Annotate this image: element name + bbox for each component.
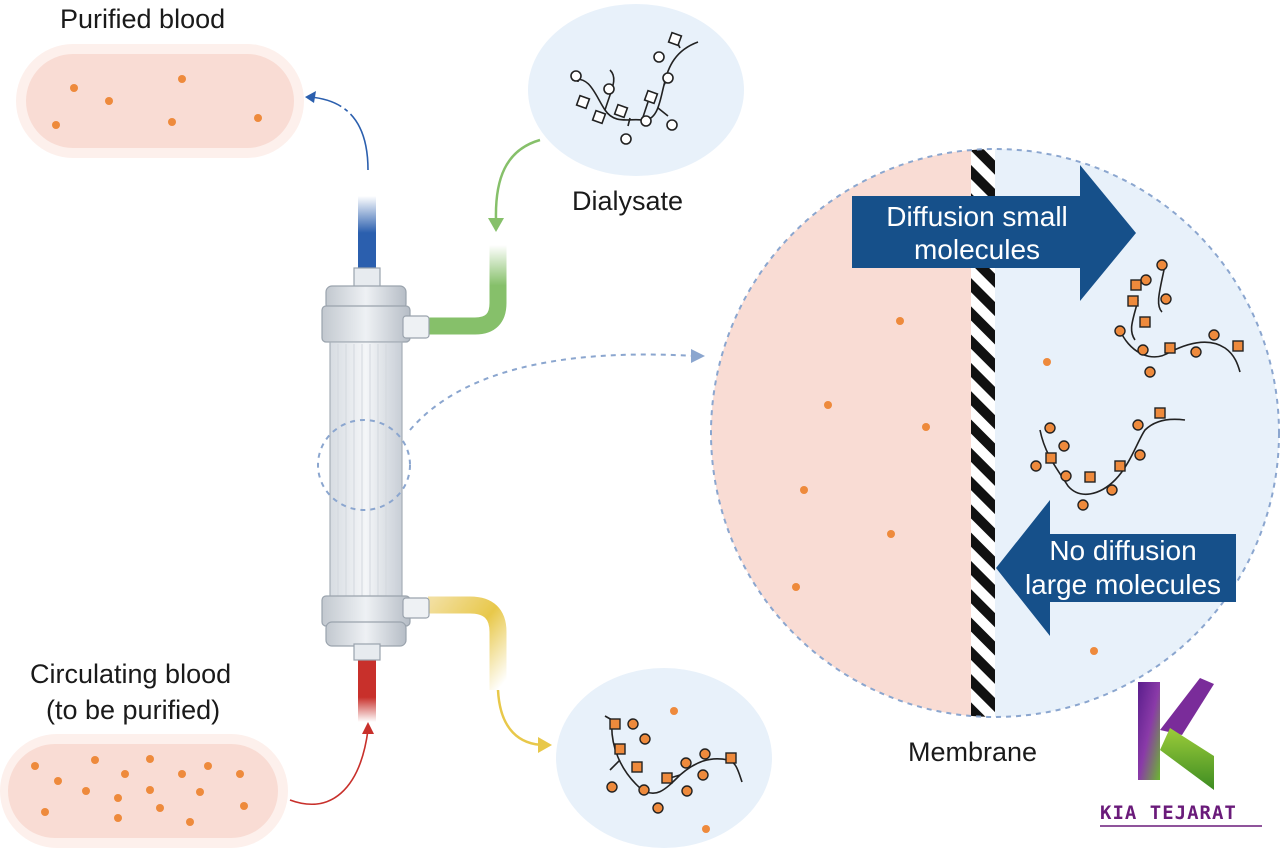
no-diffusion-label-line2: large molecules [1024,569,1222,600]
dialysate-outflow-arrow [496,689,546,747]
dialysate-inlet-tube [428,245,507,335]
purified-flow-arrow [309,96,369,171]
kia-tejarat-logo [1100,678,1262,827]
dialysate-outlet-tube [428,596,507,690]
purified-blood-container [16,44,304,158]
zoom-region [317,419,411,511]
diffusion-small-arrow[interactable] [852,165,1136,301]
dialysate-waste-bubble [556,668,772,848]
purified-blood-label: Purified blood [60,4,226,34]
membrane-zoom-circle [710,148,1280,718]
circulating-blood-container [0,734,288,848]
no-diffusion-label-line1: No diffusion [1049,535,1197,566]
no-diffusion-arrow[interactable] [996,500,1236,636]
logo-wordmark: KIA TEJARAT [1100,802,1237,824]
diffusion-small-label-line2: molecules [913,234,1041,265]
circulating-blood-tube [358,660,376,722]
dialysate-inflow-arrow [494,138,541,221]
purified-blood-tube [358,196,376,278]
circulating-flow-arrow [289,729,369,805]
dialysate-label: Dialysate [572,186,684,216]
membrane-label: Membrane [908,737,1038,767]
dialysate-fresh-bubble [528,4,744,176]
dialyzer [321,267,430,661]
diffusion-small-label-line1: Diffusion small [886,201,1068,232]
circulating-blood-label-line1: Circulating blood [30,659,232,689]
circulating-blood-label-line2: (to be purified) [46,695,221,725]
zoom-connector [409,353,696,431]
